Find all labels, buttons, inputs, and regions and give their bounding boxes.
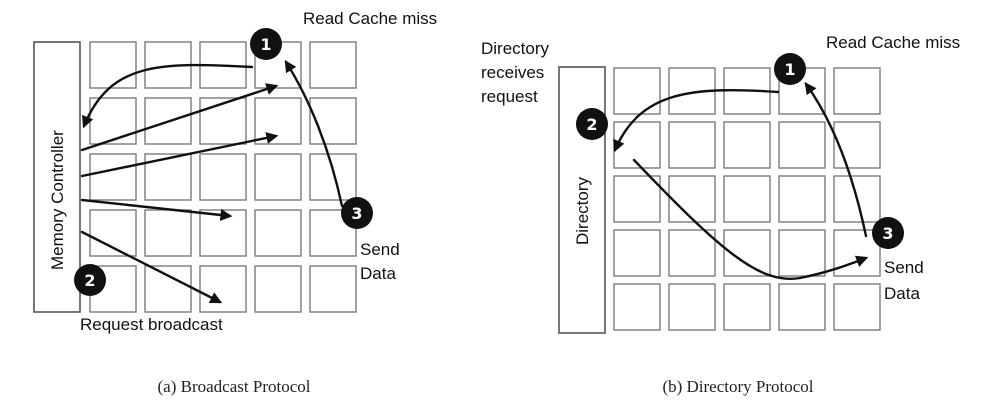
- tile-cell: [309, 265, 357, 313]
- badge-2-b: 2: [576, 108, 608, 140]
- send-label-b: Send: [884, 258, 924, 277]
- tile-cell: [309, 41, 357, 89]
- request-broadcast-label: Request broadcast: [80, 315, 223, 334]
- data-label-b: Data: [884, 284, 920, 303]
- tile-cell: [144, 265, 192, 313]
- send-label-a: Send: [360, 240, 400, 259]
- badge-3-b: 3: [872, 217, 904, 249]
- svg-text:2: 2: [586, 115, 597, 134]
- tile-cell: [778, 283, 826, 331]
- tile-cell: [668, 175, 716, 223]
- tile-cell: [254, 265, 302, 313]
- tile-cell: [199, 209, 247, 257]
- tile-cell: [778, 121, 826, 169]
- badge-1-b: 1: [774, 53, 806, 85]
- tile-grid-b: [613, 67, 881, 331]
- svg-text:1: 1: [260, 35, 271, 54]
- arrow-send-data-a: [284, 59, 344, 208]
- data-label-a: Data: [360, 264, 396, 283]
- arrow-broadcast-row2: [80, 132, 279, 178]
- arrow-send-data-b: [804, 82, 868, 238]
- tile-cell: [199, 97, 247, 145]
- memory-controller-box: [33, 41, 81, 313]
- badge-3-a: 3: [341, 197, 373, 229]
- tile-cell: [668, 283, 716, 331]
- caption-b: (b) Directory Protocol: [662, 377, 813, 396]
- tile-cell: [613, 121, 661, 169]
- tile-cell: [254, 97, 302, 145]
- tile-cell: [309, 153, 357, 201]
- arrow-broadcast-row4: [80, 230, 223, 304]
- arrow-broadcast-row3: [80, 198, 233, 221]
- badge-2-a: 2: [74, 264, 106, 296]
- tile-cell: [723, 121, 771, 169]
- tile-cell: [723, 283, 771, 331]
- svg-text:3: 3: [351, 204, 362, 223]
- tile-cell: [778, 229, 826, 277]
- tile-cell: [309, 97, 357, 145]
- tile-cell: [833, 283, 881, 331]
- directory-receives-label-1: Directory: [481, 39, 550, 58]
- tile-cell: [613, 67, 661, 115]
- tile-cell: [778, 175, 826, 223]
- directory-receives-label-3: request: [481, 87, 538, 106]
- tile-cell: [254, 209, 302, 257]
- arrow-miss-to-directory: [613, 88, 780, 153]
- directory-label: Directory: [573, 176, 592, 245]
- panel-directory: Directory 1 2 3 Directory receives reque…: [481, 33, 960, 396]
- tile-cell: [254, 153, 302, 201]
- directory-receives-label-2: receives: [481, 63, 544, 82]
- tile-cell: [668, 121, 716, 169]
- tile-cell: [89, 97, 137, 145]
- tile-cell: [613, 229, 661, 277]
- badge-1-a: 1: [250, 28, 282, 60]
- memory-controller-label: Memory Controller: [48, 130, 67, 270]
- tile-cell: [199, 153, 247, 201]
- svg-text:3: 3: [882, 224, 893, 243]
- tile-cell: [833, 67, 881, 115]
- read-cache-miss-label-a: Read Cache miss: [303, 9, 437, 28]
- tile-cell: [89, 209, 137, 257]
- arrow-broadcast-row1: [80, 83, 279, 152]
- tile-cell: [89, 41, 137, 89]
- tile-cell: [833, 121, 881, 169]
- tile-cell: [668, 229, 716, 277]
- arrow-forward-to-owner: [632, 158, 869, 281]
- tile-cell: [833, 229, 881, 277]
- tile-cell: [723, 175, 771, 223]
- tile-grid-a: [89, 41, 357, 313]
- caption-a: (a) Broadcast Protocol: [158, 377, 311, 396]
- svg-text:1: 1: [784, 60, 795, 79]
- tile-cell: [199, 265, 247, 313]
- tile-cell: [613, 175, 661, 223]
- svg-text:2: 2: [84, 271, 95, 290]
- tile-cell: [89, 153, 137, 201]
- arrow-miss-to-controller: [82, 63, 254, 129]
- tile-cell: [144, 209, 192, 257]
- read-cache-miss-label-b: Read Cache miss: [826, 33, 960, 52]
- tile-cell: [613, 283, 661, 331]
- panel-broadcast: Memory Controller 1 2 3 Read Cache miss …: [33, 9, 437, 396]
